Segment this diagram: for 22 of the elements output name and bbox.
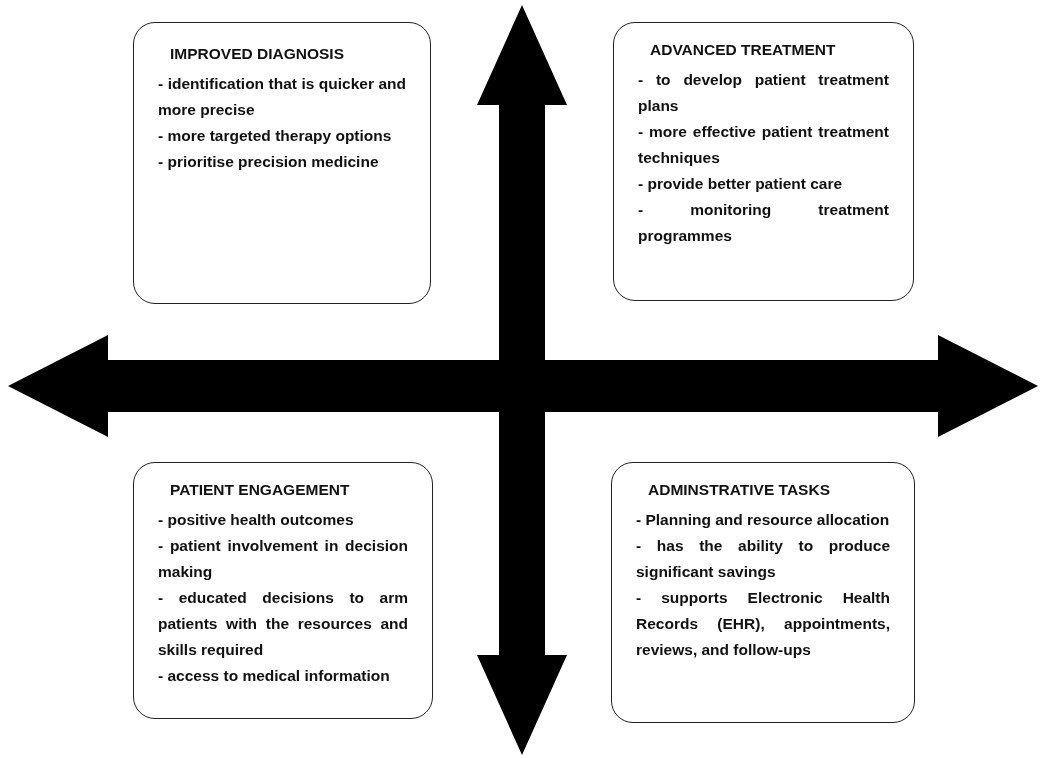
bullet-point: - monitoring treatment programmes xyxy=(638,200,889,246)
text-card xyxy=(613,22,914,301)
card-heading: IMPROVED DIAGNOSIS xyxy=(169,44,345,64)
bullet-point: - educated decisions to arm patients with the resources and skills required xyxy=(158,588,408,660)
bullet-point: - supports Electronic Health Records (EHR), appointments, reviews, and follow-ups xyxy=(636,588,890,660)
bullet-point: - access to medical information xyxy=(158,666,391,686)
bullet-point: - has the ability to produce significant savings xyxy=(636,536,890,582)
bullet-point: - provide better patient care xyxy=(638,174,844,194)
bullet-point: - more effective patient treatment techniques xyxy=(638,122,889,168)
card-heading: ADVANCED TREATMENT xyxy=(649,40,837,60)
card-heading: PATIENT ENGAGEMENT xyxy=(169,480,351,500)
card-heading: ADMINSTRATIVE TASKS xyxy=(647,480,831,500)
bullet-point: - Planning and resource allocation xyxy=(636,510,890,530)
text-card xyxy=(611,462,915,723)
bullet-point: - patient involvement in decision making xyxy=(158,536,408,582)
text-card xyxy=(133,22,431,304)
text-card xyxy=(133,462,433,719)
bullet-point: - positive health outcomes xyxy=(158,510,355,530)
bullet-point: - to develop patient treatment plans xyxy=(638,70,889,116)
bullet-point: - prioritise precision medicine xyxy=(158,152,380,172)
bullet-point: - identification that is quicker and more precise xyxy=(158,74,406,120)
bullet-point: - more targeted therapy options xyxy=(158,126,393,146)
